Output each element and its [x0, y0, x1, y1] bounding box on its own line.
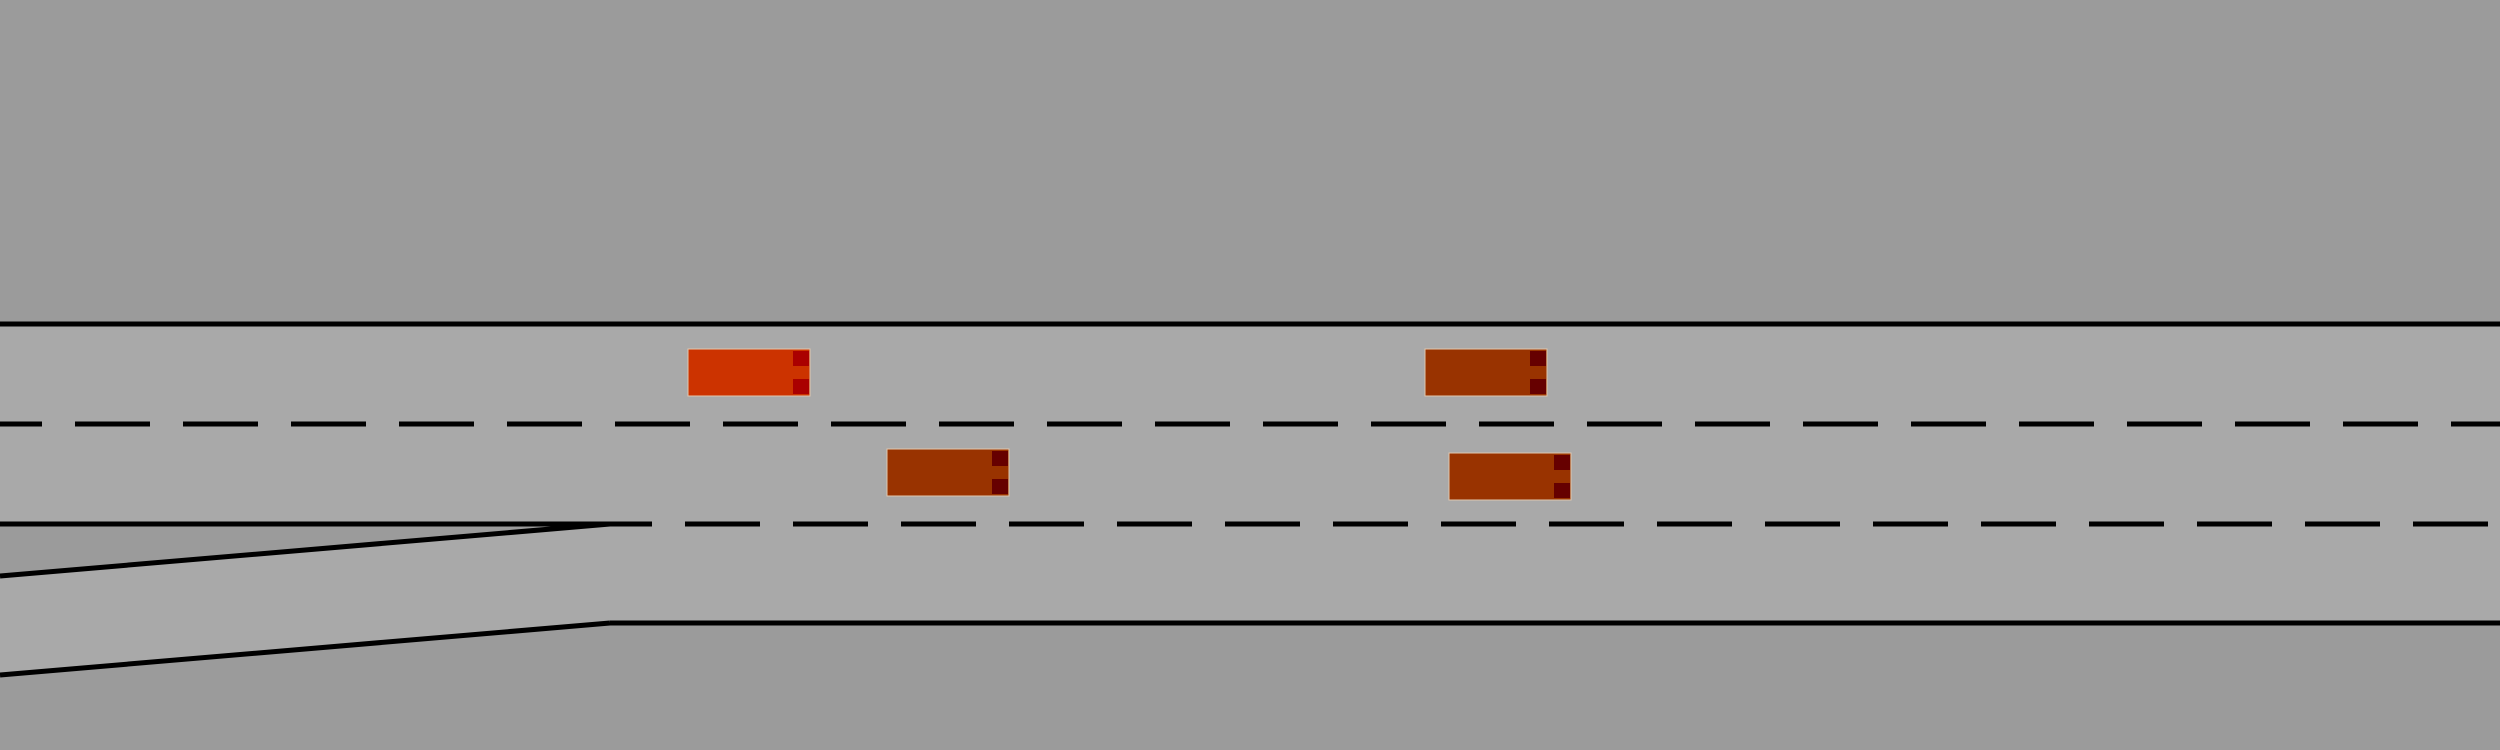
merge-lane-lower-edge: [0, 620, 611, 678]
vehicle-2-light-right: [992, 479, 1008, 494]
merge-lane-upper-edge: [0, 521, 611, 579]
vehicle-2: [886, 448, 1010, 497]
vehicle-1: [1424, 348, 1548, 397]
road-surface-main: [0, 324, 2500, 675]
ego-vehicle-light-right: [793, 379, 809, 394]
vehicle-1-body: [1424, 348, 1548, 397]
vehicles-layer: [687, 348, 1572, 501]
vehicle-3: [1448, 452, 1572, 501]
vehicle-2-body: [886, 448, 1010, 497]
ego-vehicle: [687, 348, 811, 397]
vehicle-3-light-left: [1554, 455, 1570, 470]
vehicle-1-light-right: [1530, 379, 1546, 394]
ego-vehicle-light-left: [793, 351, 809, 366]
vehicle-3-body: [1448, 452, 1572, 501]
ego-vehicle-body: [687, 348, 811, 397]
vehicle-2-light-left: [992, 451, 1008, 466]
vehicle-3-light-right: [1554, 483, 1570, 498]
vehicle-1-light-left: [1530, 351, 1546, 366]
